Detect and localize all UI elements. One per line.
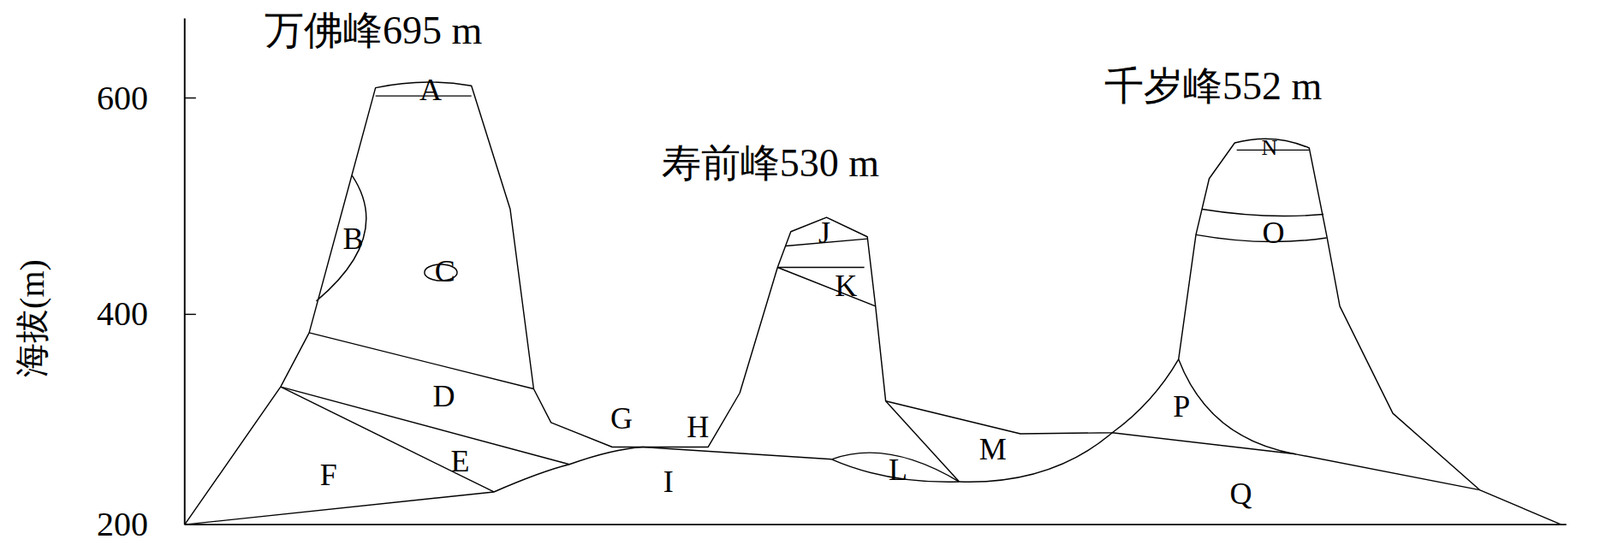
layer-letter: M (979, 434, 1007, 465)
layer-letter: E (451, 446, 470, 477)
layer-letter: F (320, 459, 338, 491)
layer-letter: C (434, 255, 456, 287)
axis-title: 海拔(m) (15, 259, 50, 378)
layer-letter: L (888, 454, 908, 486)
axis-tick: 400 (96, 297, 149, 332)
layer-letter: K (834, 270, 857, 302)
layer-letter: I (663, 466, 674, 498)
layer-letter: N (1260, 136, 1278, 160)
layer-letter: A (419, 74, 442, 106)
peak-name: 寿前峰530 m (661, 143, 880, 184)
layer-letter: P (1172, 391, 1190, 423)
peak-name: 千岁峰552 m (1104, 66, 1322, 107)
layer-letter: O (1262, 217, 1285, 249)
layer-letter: H (686, 411, 709, 443)
layer-letter: G (610, 403, 633, 435)
layer-letter: J (818, 217, 831, 249)
layer-letter: Q (1229, 478, 1252, 510)
axis-tick: 200 (96, 507, 149, 542)
axis-tick: 600 (96, 81, 149, 116)
layer-letter: B (342, 223, 363, 255)
layer-letter: D (433, 380, 456, 412)
peak-name: 万佛峰695 m (264, 11, 482, 51)
